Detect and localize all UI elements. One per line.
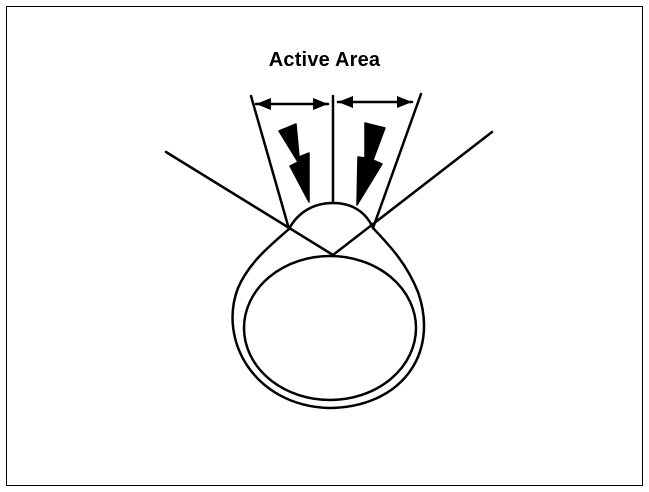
inner-circle bbox=[244, 256, 416, 400]
arrowhead-right-outer bbox=[397, 96, 412, 108]
right-boundary-line bbox=[373, 94, 421, 228]
arrowhead-left-outer bbox=[256, 98, 271, 110]
arrowhead-left-inner bbox=[313, 98, 328, 110]
arrowhead-right-inner bbox=[338, 96, 353, 108]
top-bulge bbox=[289, 203, 373, 229]
left-bold-arrow-icon bbox=[279, 124, 309, 202]
